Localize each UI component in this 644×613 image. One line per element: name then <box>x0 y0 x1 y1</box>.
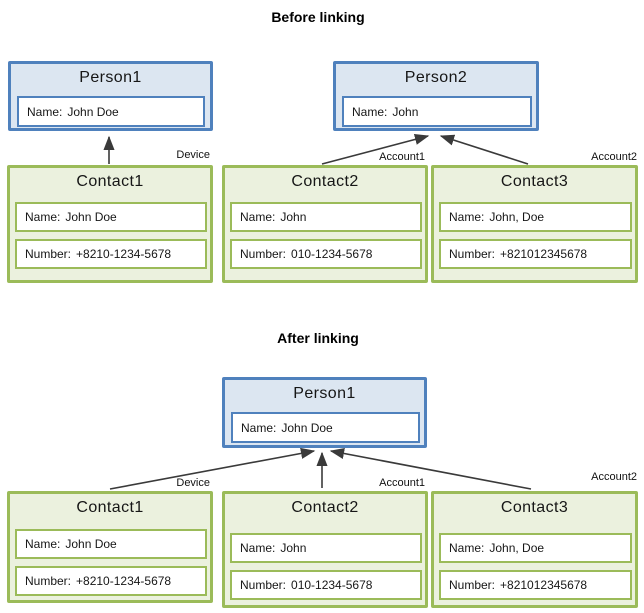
contact-name-field: Name: John <box>230 533 422 563</box>
field-value: John, Doe <box>489 541 545 555</box>
field-value: John <box>280 210 307 224</box>
account2-tag-before: Account2 <box>591 151 637 163</box>
arrow-contact1-to-person1-after <box>109 447 316 490</box>
field-value: +821012345678 <box>500 578 588 592</box>
contact-number-field: Number: +821012345678 <box>439 239 632 269</box>
field-value: John <box>280 541 307 555</box>
field-label: Name: <box>352 104 388 119</box>
person-title: Person2 <box>404 69 468 86</box>
contact3-after-box: Contact3 Name: John, Doe Number: +821012… <box>431 491 638 608</box>
contact-title: Contact1 <box>76 499 144 516</box>
account1-tag-before: Account1 <box>379 151 425 163</box>
contact-number-field: Number: +8210-1234-5678 <box>15 566 207 596</box>
before-linking-title: Before linking <box>271 9 365 25</box>
contact1-before-box: Contact1 Name: John Doe Number: +8210-12… <box>7 165 213 283</box>
field-label: Name: <box>240 541 276 555</box>
contact-name-field: Name: John, Doe <box>439 202 632 232</box>
field-value: +8210-1234-5678 <box>76 247 172 261</box>
field-label: Number: <box>449 247 496 261</box>
field-value: John Doe <box>65 210 117 224</box>
contact-number-field: Number: 010-1234-5678 <box>230 239 422 269</box>
contact3-before-box: Contact3 Name: John, Doe Number: +821012… <box>431 165 638 283</box>
contact2-before-box: Contact2 Name: John Number: 010-1234-567… <box>222 165 428 283</box>
field-value: John Doe <box>65 537 117 551</box>
field-value: +821012345678 <box>500 247 588 261</box>
contact-title: Contact2 <box>291 499 359 516</box>
contact-name-field: Name: John, Doe <box>439 533 632 563</box>
person-title: Person1 <box>79 69 142 86</box>
after-linking-title: After linking <box>277 330 359 346</box>
account1-tag-after: Account1 <box>379 477 425 489</box>
field-label: Name: <box>449 541 485 555</box>
contact-number-field: Number: +8210-1234-5678 <box>15 239 207 269</box>
field-label: Number: <box>25 574 72 588</box>
arrow-contact3-to-person1-after <box>329 447 532 490</box>
field-label: Name: <box>449 210 485 224</box>
contact-name-field: Name: John Doe <box>15 202 207 232</box>
contact-number-field: Number: 010-1234-5678 <box>230 570 422 600</box>
contact-title: Contact3 <box>500 173 569 190</box>
person1-after-box: Person1 Name: John Doe <box>222 377 427 448</box>
device-tag-before: Device <box>176 149 210 161</box>
person-name-field: Name: John Doe <box>231 412 420 443</box>
field-value: +8210-1234-5678 <box>76 574 172 588</box>
contact-name-field: Name: John Doe <box>15 529 207 559</box>
field-value: 010-1234-5678 <box>291 247 373 261</box>
arrow-contact3-to-person2-before <box>439 134 529 165</box>
field-value: John Doe <box>281 420 333 435</box>
person2-before-box: Person2 Name: John <box>333 61 539 131</box>
person-title: Person1 <box>293 385 356 402</box>
field-value: John <box>392 104 419 119</box>
contact-title: Contact2 <box>291 173 359 190</box>
contact-name-field: Name: John <box>230 202 422 232</box>
contact-title: Contact3 <box>500 499 569 516</box>
field-value: John Doe <box>67 104 119 119</box>
person-name-field: Name: John <box>342 96 532 127</box>
field-label: Name: <box>25 210 61 224</box>
device-tag-after: Device <box>176 477 210 489</box>
field-label: Number: <box>449 578 496 592</box>
contact2-after-box: Contact2 Name: John Number: 010-1234-567… <box>222 491 428 608</box>
person1-before-box: Person1 Name: John Doe <box>8 61 213 131</box>
field-label: Number: <box>240 578 287 592</box>
field-label: Number: <box>240 247 287 261</box>
field-label: Number: <box>25 247 72 261</box>
contact1-after-box: Contact1 Name: John Doe Number: +8210-12… <box>7 491 213 603</box>
field-label: Name: <box>240 210 276 224</box>
field-value: 010-1234-5678 <box>291 578 373 592</box>
person-name-field: Name: John Doe <box>17 96 205 127</box>
contact-number-field: Number: +821012345678 <box>439 570 632 600</box>
field-label: Name: <box>25 537 61 551</box>
contact-title: Contact1 <box>76 173 144 190</box>
field-label: Name: <box>241 420 277 435</box>
account2-tag-after: Account2 <box>591 471 637 483</box>
field-label: Name: <box>27 104 63 119</box>
field-value: John, Doe <box>489 210 545 224</box>
